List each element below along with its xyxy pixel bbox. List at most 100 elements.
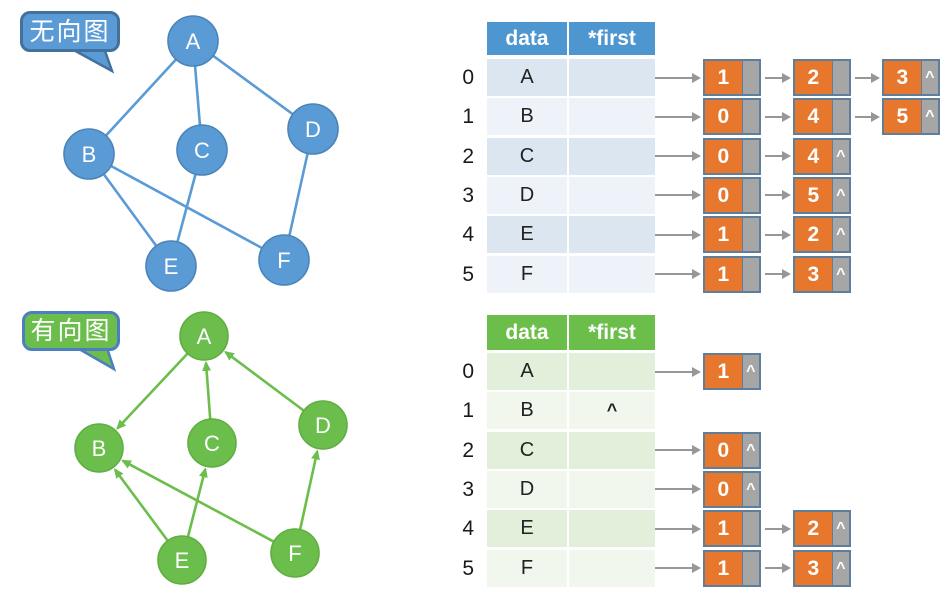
link-arrow [640, 445, 701, 456]
table-cell-data: F [487, 255, 567, 293]
graph-node-label: C [194, 138, 210, 163]
graph-node-label: A [186, 29, 201, 54]
list-node-pointer [742, 139, 759, 173]
row-index: 0 [462, 66, 474, 89]
row-index: 4 [462, 223, 474, 247]
link-arrow [640, 484, 701, 495]
table-cell-first [569, 176, 655, 214]
list-node-value: 5 [795, 178, 832, 212]
link-arrow [765, 151, 791, 162]
graph-edge-D-A [224, 350, 305, 412]
list-node-pointer [742, 512, 759, 546]
graph-node-label: B [92, 436, 107, 461]
table-cell-data: C [487, 137, 567, 175]
list-node-value: 5 [884, 100, 921, 134]
table-cell-data: A [487, 353, 567, 390]
graph-node-label: E [175, 548, 190, 573]
graph-node-D [287, 103, 339, 155]
list-node-pointer [742, 61, 759, 94]
graph-node-C [176, 124, 228, 176]
list-node-value: 1 [705, 61, 742, 94]
list-node: 2^ [793, 216, 851, 254]
link-arrow [640, 151, 701, 162]
graph-edge-E-C [186, 467, 208, 538]
link-arrow [640, 111, 701, 122]
list-node-value: 4 [795, 100, 832, 134]
directed-graph-label: 有向图 [22, 311, 120, 351]
list-node-value: 0 [705, 139, 742, 173]
row-index: 1 [462, 399, 474, 423]
table-header-first: *first [569, 315, 655, 350]
list-node-pointer: ^ [742, 433, 759, 467]
list-node: 1 [703, 510, 761, 548]
link-arrow [640, 366, 701, 377]
list-node-value: 4 [795, 139, 832, 173]
graph-node-label: B [82, 142, 97, 167]
table-cell-data: F [487, 549, 567, 587]
table-header-first: *first [569, 22, 655, 55]
graph-node-D [298, 400, 348, 450]
table-cell-first [569, 431, 655, 469]
list-node-value: 0 [705, 433, 742, 467]
list-node-pointer: ^ [742, 472, 759, 506]
list-node-pointer: ^ [832, 512, 849, 546]
graph-node-A [167, 15, 219, 67]
list-node: 5^ [882, 98, 940, 136]
list-node: 1 [703, 255, 761, 293]
row-index: 5 [462, 262, 474, 286]
list-node-pointer: ^ [832, 257, 849, 291]
table-header-data: data [487, 315, 567, 350]
row-index: 5 [462, 556, 474, 580]
list-node: 3^ [793, 549, 851, 587]
graph-node-C [187, 418, 237, 468]
graph-node-label: D [315, 413, 331, 438]
link-arrow [640, 269, 701, 279]
list-node-pointer: ^ [921, 100, 938, 134]
table-cell-first [569, 255, 655, 293]
list-node-pointer: ^ [832, 178, 849, 212]
graph-node-A [179, 311, 229, 361]
list-node: 0^ [703, 470, 761, 508]
link-arrow [855, 72, 880, 83]
list-node-pointer: ^ [921, 61, 938, 94]
link-arrow [640, 190, 701, 201]
table-cell-first [569, 510, 655, 548]
list-node-pointer [742, 257, 759, 291]
table-header-data: data [487, 22, 567, 55]
list-node: 2 [793, 59, 851, 96]
link-arrow [855, 111, 880, 122]
list-node-value: 1 [705, 218, 742, 252]
list-node-pointer [832, 100, 849, 134]
table-cell-data: D [487, 470, 567, 508]
list-node-pointer [742, 551, 759, 585]
row-index: 0 [462, 360, 474, 383]
graph-edge-F-B [121, 459, 275, 543]
list-node-pointer [832, 61, 849, 94]
table-cell-first [569, 549, 655, 587]
link-arrow [640, 229, 701, 240]
link-arrow [765, 111, 791, 122]
list-node-value: 1 [705, 551, 742, 585]
list-node: 2^ [793, 510, 851, 548]
list-node-value: 3 [884, 61, 921, 94]
link-arrow [640, 72, 701, 83]
table-cell-first [569, 470, 655, 508]
table-cell-data: A [487, 59, 567, 96]
table-cell-data: E [487, 216, 567, 254]
link-arrow [640, 563, 701, 573]
list-node: 5^ [793, 176, 851, 214]
list-node: 1 [703, 59, 761, 96]
table-cell-data: C [487, 431, 567, 469]
list-node-value: 1 [705, 355, 742, 388]
list-node: 1^ [703, 353, 761, 390]
list-node-value: 0 [705, 472, 742, 506]
table-cell-first: ^ [569, 392, 655, 430]
link-arrow [765, 229, 791, 240]
graph-node-label: E [164, 254, 179, 279]
link-arrow [640, 523, 701, 534]
row-index: 1 [462, 105, 474, 129]
link-arrow [765, 269, 791, 279]
list-node-value: 2 [795, 512, 832, 546]
list-node-value: 1 [705, 257, 742, 291]
list-node-pointer: ^ [832, 139, 849, 173]
